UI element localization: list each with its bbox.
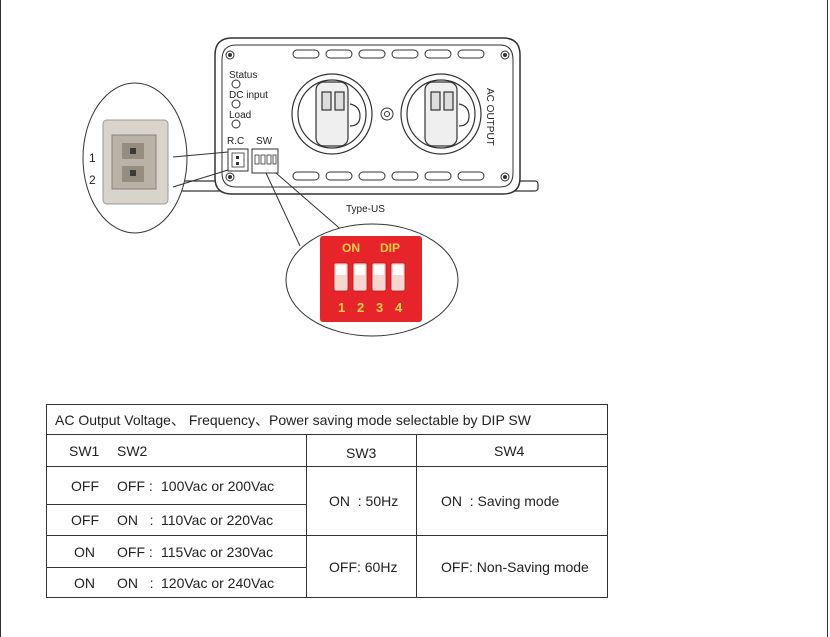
vent-slots-bottom: [292, 171, 485, 181]
dip-switch-zoom-icon: [320, 236, 422, 322]
row2-voltage: 110Vac or 220Vac: [161, 512, 274, 528]
status-led-icon: [231, 79, 241, 89]
table-rule: [416, 434, 417, 597]
table-rule: [47, 504, 307, 505]
row3-voltage: 115Vac or 230Vac: [161, 543, 274, 560]
sw4-off-value: OFF: Non-Saving mode: [441, 559, 589, 575]
connector-pin-2: 2: [89, 173, 96, 187]
connector-pin-1: 1: [89, 151, 96, 165]
led-indicators: [231, 79, 241, 129]
header-sw2: SW2: [117, 442, 148, 459]
load-led-icon: [231, 119, 241, 129]
row2-sw2: ON :: [117, 512, 154, 528]
table-rule: [47, 535, 607, 536]
dip-number-4: 4: [395, 300, 403, 315]
row4-voltage: 120Vac or 240Vac: [161, 575, 275, 591]
ac-outlet-left-icon: [291, 73, 373, 155]
table-title: AC Output Voltage、 Frequency、Power savin…: [55, 411, 531, 428]
row1-voltage: 100Vac or 200Vac: [161, 477, 275, 494]
ac-output-label: AC OUTPUT: [484, 88, 495, 146]
rc-label: R.C: [227, 136, 244, 147]
table-rule: [306, 434, 307, 597]
ac-outlet-right-icon: [400, 73, 482, 155]
sw-label: SW: [256, 136, 273, 147]
header-sw4: SW4: [494, 442, 525, 459]
frame-right-line: [827, 0, 828, 637]
row3-sw2: OFF :: [117, 543, 153, 560]
center-screw-icon: [380, 107, 394, 121]
row1-sw2: OFF :: [117, 477, 153, 494]
connector-zoom-icon: [102, 119, 169, 205]
table-rule: [47, 434, 607, 435]
row2-sw1: OFF: [71, 512, 99, 528]
inverter-housing: [214, 37, 521, 195]
table-rule: [47, 466, 607, 467]
dc-input-led-icon: [231, 99, 241, 109]
status-label: Status: [229, 70, 257, 81]
row4-sw1: ON: [74, 575, 95, 591]
row3-sw1: ON: [74, 543, 95, 560]
dc-input-label: DC input: [229, 90, 268, 101]
table-rule: [47, 567, 307, 568]
dip-number-2: 2: [357, 300, 364, 315]
rc-port-icon: [227, 148, 249, 172]
header-sw1: SW1: [69, 442, 100, 459]
header-sw3: SW3: [346, 444, 377, 461]
dip-dip-label: DIP: [380, 241, 400, 255]
row4-sw2: ON :: [117, 575, 154, 591]
dip-number-1: 1: [338, 300, 345, 315]
screw-icon: [225, 50, 510, 182]
sw4-on-value: ON : Saving mode: [441, 493, 560, 509]
load-label: Load: [229, 110, 251, 121]
inverter-diagram: Status DC input Load R.C SW AC OUTPUT 1 …: [82, 37, 539, 337]
frame-left-line: [0, 0, 1, 637]
inverter-panel-inner: [221, 44, 514, 188]
dip-settings-table: AC Output Voltage、 Frequency、Power savin…: [46, 404, 608, 598]
dip-number-3: 3: [376, 300, 383, 315]
type-label: Type-US: [346, 204, 385, 215]
vent-slots-top: [292, 49, 485, 59]
row1-sw1: OFF: [71, 477, 99, 494]
sw3-on-value: ON : 50Hz: [329, 493, 399, 509]
dip-on-label: ON: [342, 241, 360, 255]
sw3-off-value: OFF: 60Hz: [329, 559, 398, 575]
